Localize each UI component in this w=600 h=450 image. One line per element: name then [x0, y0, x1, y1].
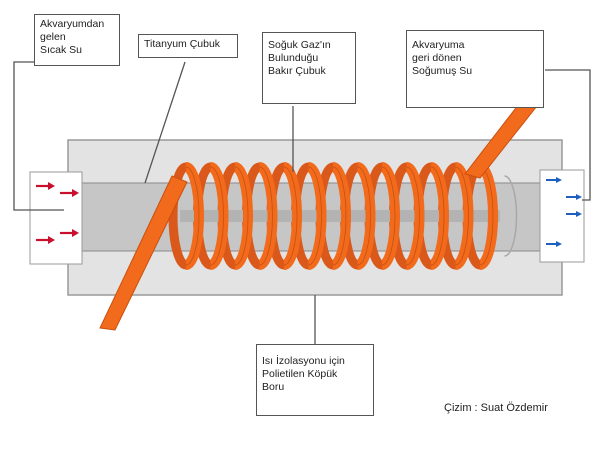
coil-loop-outline [357, 166, 371, 266]
coil-loop-outline [259, 166, 273, 266]
leader-lines [13, 61, 591, 344]
outlet-arrows [546, 177, 582, 247]
arrow-right-red-icon [36, 182, 55, 190]
label-line: Titanyum Çubuk [144, 38, 221, 50]
arrow-right-blue-icon [546, 241, 562, 247]
coil-loop-outline [430, 166, 445, 266]
label-line: Sıcak Su [40, 44, 83, 56]
coil-loop-back [168, 162, 187, 270]
label-line: Boru [262, 381, 285, 393]
arrow-right-blue-icon [566, 194, 582, 200]
label-cooled-water-out: Akvaryuma geri dönen Soğumuş Su [406, 30, 544, 108]
label-insulation-pipe: Isı İzolasyonu için Polietilen Köpük Bor… [256, 344, 374, 416]
leader-hot-water [13, 61, 64, 211]
coil-loop-outline [234, 166, 249, 266]
coil-end-ghost-loop [504, 175, 518, 257]
label-titanium-rod: Titanyum Çubuk [138, 34, 238, 58]
arrow-right-red-icon [60, 229, 79, 237]
copper-coil-entry-lead [99, 175, 188, 331]
coil-loop-outline [455, 166, 469, 266]
label-line: gelen [40, 31, 66, 43]
label-line: Akvaryuma [412, 39, 465, 51]
inlet-cap [29, 171, 83, 265]
coil-loop-outline [185, 166, 200, 266]
label-hot-water-in: Akvaryumdan gelen Sıcak Su [34, 14, 120, 66]
label-line: Soğumuş Su [412, 65, 473, 77]
coil-loop-outline [479, 166, 494, 266]
arrow-right-blue-icon [566, 211, 582, 217]
coil-loop-outline [210, 166, 224, 266]
inlet-arrows [36, 182, 79, 244]
label-line: Bakır Çubuk [268, 65, 326, 77]
coil-loop-outline [283, 166, 298, 266]
arrow-right-red-icon [36, 236, 55, 244]
coil-loop-outline [332, 166, 347, 266]
coil-loop-outline [308, 166, 322, 266]
coil-front [184, 162, 498, 270]
leader-titanium [144, 61, 186, 184]
author-credit: Çizim : Suat Özdemir [444, 402, 548, 414]
label-line: Soğuk Gaz'ın [268, 39, 331, 51]
leader-cooled-water [545, 69, 591, 201]
label-line: geri dönen [412, 52, 462, 64]
coil-loop-outline [406, 166, 420, 266]
label-line: Akvaryumdan [40, 18, 105, 30]
label-line: Isı İzolasyonu için [262, 355, 345, 367]
label-copper-rod: Soğuk Gaz'ın Bulunduğu Bakır Çubuk [262, 32, 356, 104]
label-line: Polietilen Köpük [262, 368, 338, 380]
label-line: Bulunduğu [268, 52, 319, 64]
coil-loop-outline [381, 166, 396, 266]
arrow-right-red-icon [60, 189, 79, 197]
arrow-right-blue-icon [546, 177, 562, 183]
